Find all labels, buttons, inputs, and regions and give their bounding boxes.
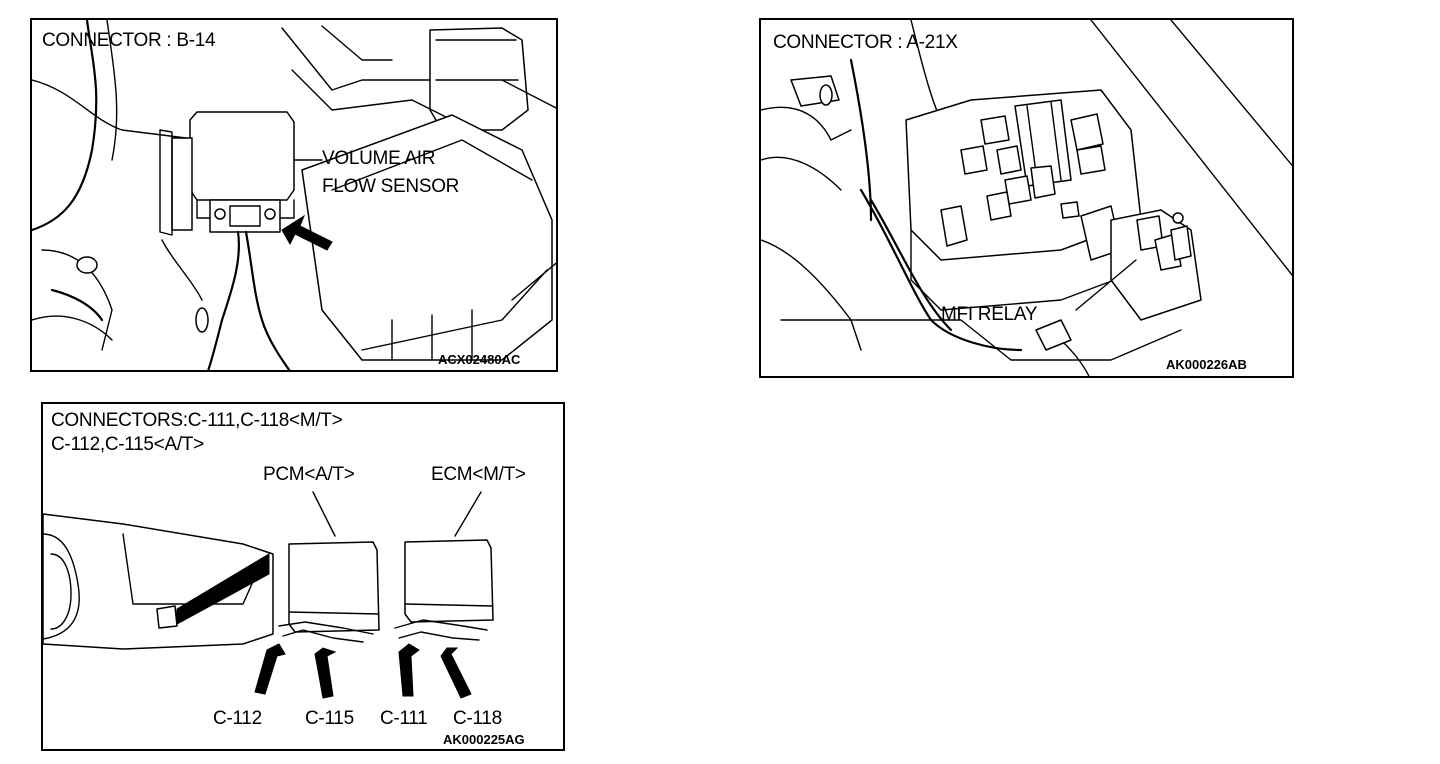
sensor-label-line1: VOLUME AIR bbox=[322, 148, 436, 169]
connector-label-c112: C-112 bbox=[213, 708, 262, 729]
figure-code: AK000226AB bbox=[1166, 357, 1247, 372]
sensor-label-line2: FLOW SENSOR bbox=[322, 176, 460, 197]
ecu-illustration bbox=[43, 491, 494, 699]
connector-label-c118: C-118 bbox=[453, 708, 502, 729]
connector-b14-panel: CONNECTOR : B-14 VOLUME AIR FLOW SENSOR … bbox=[30, 18, 558, 372]
figure-code: ACX02480AC bbox=[438, 352, 521, 367]
panel-title-line1: CONNECTORS:C-111,C-118<M/T> bbox=[51, 410, 343, 431]
panel-title: CONNECTOR : B-14 bbox=[42, 30, 216, 51]
ecm-label: ECM<M/T> bbox=[431, 464, 526, 485]
panel-title-line2: C-112,C-115<A/T> bbox=[51, 434, 204, 455]
figure-code: AK000225AG bbox=[443, 732, 525, 747]
connectors-c111-panel: CONNECTORS:C-111,C-118<M/T> C-112,C-115<… bbox=[41, 402, 565, 751]
pcm-label: PCM<A/T> bbox=[263, 464, 355, 485]
connector-a21x-panel: CONNECTOR : A-21X MFI RELAY AK000226AB bbox=[759, 18, 1294, 378]
mfi-relay-label: MFI RELAY bbox=[941, 304, 1038, 325]
connector-label-c111: C-111 bbox=[380, 708, 428, 729]
connector-label-c115: C-115 bbox=[305, 708, 354, 729]
relay-box-illustration bbox=[761, 20, 1292, 376]
engine-bay-illustration bbox=[32, 20, 556, 370]
panel-title: CONNECTOR : A-21X bbox=[773, 32, 958, 53]
